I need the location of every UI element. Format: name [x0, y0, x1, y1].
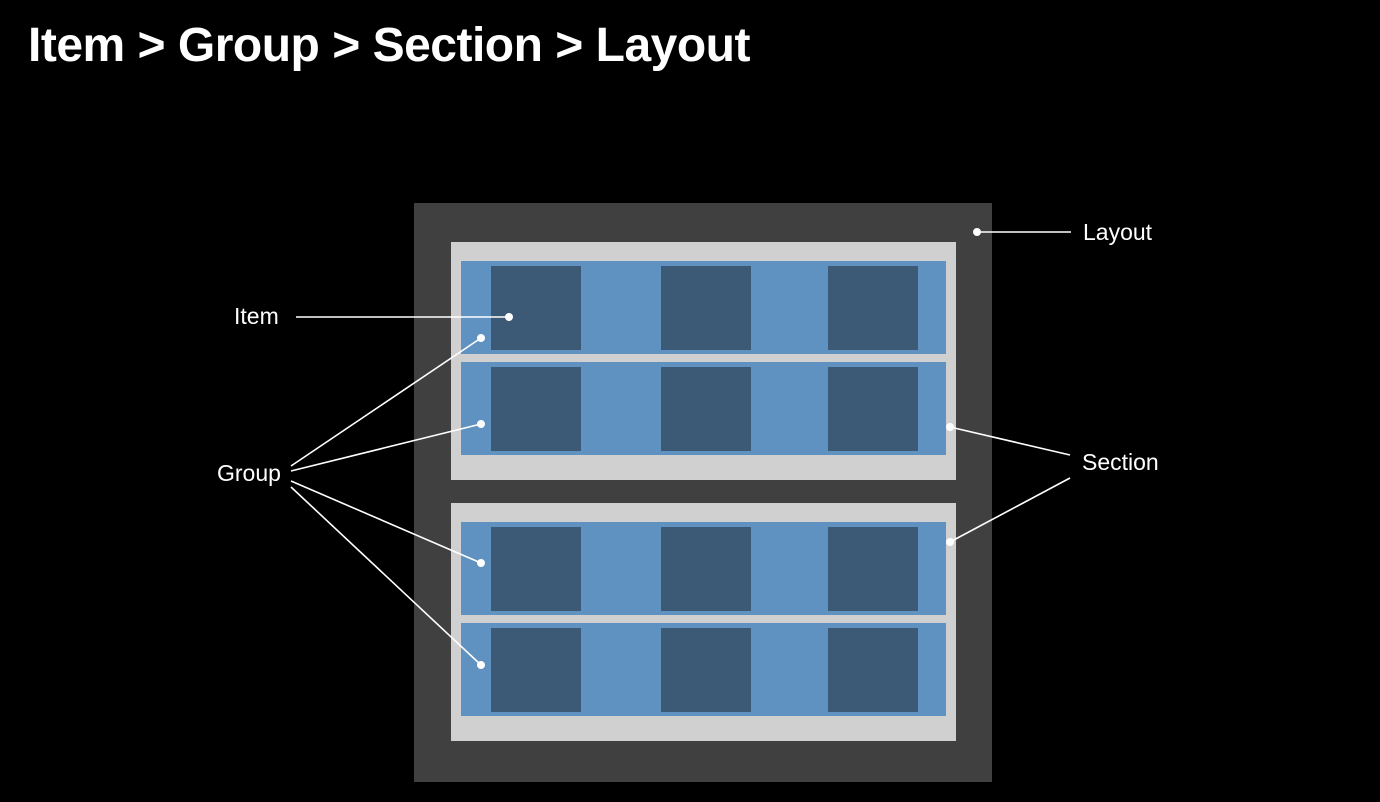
group-row-4 [461, 623, 946, 716]
layout-container [414, 203, 992, 782]
item-box [828, 266, 918, 350]
label-group: Group [217, 460, 281, 486]
item-box [491, 628, 581, 712]
item-box [661, 367, 751, 451]
item-box [828, 527, 918, 611]
item-box [661, 527, 751, 611]
section-box-1 [451, 242, 956, 480]
group-row-2 [461, 362, 946, 455]
label-section: Section [1082, 449, 1159, 475]
item-box [491, 266, 581, 350]
group-row-1 [461, 261, 946, 354]
item-box [828, 628, 918, 712]
section-box-2 [451, 503, 956, 741]
item-box [661, 628, 751, 712]
page-title: Item > Group > Section > Layout [28, 19, 750, 72]
item-box [661, 266, 751, 350]
item-box [491, 367, 581, 451]
item-box [828, 367, 918, 451]
label-layout: Layout [1083, 219, 1153, 245]
group-row-3 [461, 522, 946, 615]
item-box [491, 527, 581, 611]
label-item: Item [234, 303, 279, 329]
